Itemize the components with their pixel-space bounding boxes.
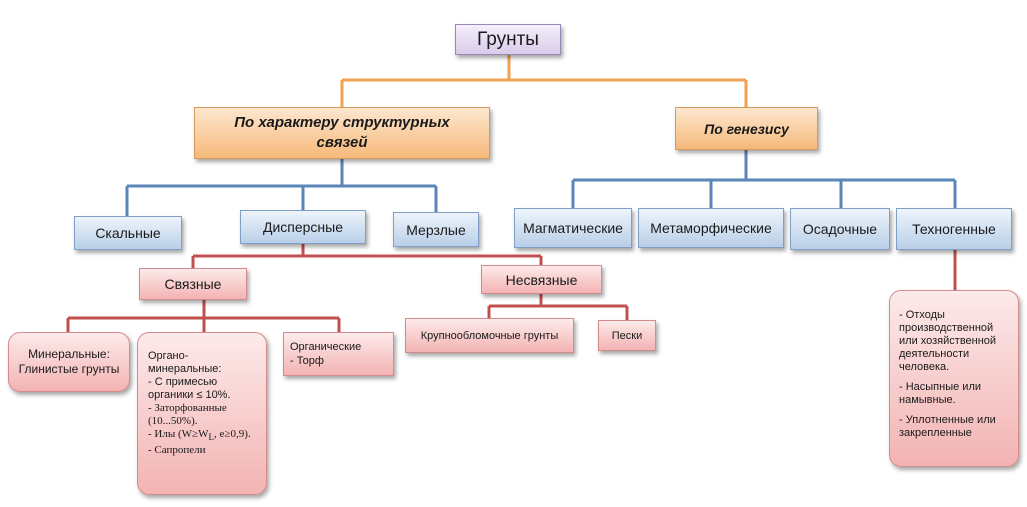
dispersed-noncohesive-label: Несвязные [505, 271, 578, 288]
technogenic-details-text: - Отходы производственной или хозяйствен… [899, 309, 1010, 440]
dispersed-noncohesive: Несвязные [481, 265, 602, 294]
organomineral-line-3: - С примесью органики ≤ 10%. [148, 376, 231, 401]
organomineral-line-5: - Илы (W≥WL, e≥0,9). [148, 428, 256, 444]
type-rocky: Скальные [74, 216, 182, 250]
type-dispersed-label: Дисперсные [262, 219, 344, 235]
type-dispersed: Дисперсные [240, 210, 366, 244]
dispersed-cohesive: Связные [139, 268, 247, 300]
cohesive-organomineral: Органо- минеральные: - С примесью органи… [137, 332, 267, 495]
organomineral-line-4: - Заторфованные (10...50%). [148, 402, 227, 427]
type-technogenic: Техногенные [896, 208, 1012, 250]
category-structural-label: По характеру структурных связей [234, 114, 450, 151]
noncohesive-sand-label: Пески [611, 329, 643, 342]
type-frozen-label: Мерзлые [406, 221, 466, 238]
noncohesive-coarse: Крупнообломочные грунты [405, 318, 574, 353]
cohesive-organic: Органические - Торф [283, 332, 394, 376]
dispersed-cohesive-label: Связные [164, 276, 222, 292]
technogenic-detail-2: - Насыпные или намывные. [899, 381, 982, 406]
type-magmatic-label: Магматические [523, 220, 623, 236]
technogenic-detail-3: - Уплотненные или закрепленные [899, 414, 996, 439]
cohesive-mineral-label: Минеральные: Глинистые грунты [18, 347, 120, 376]
type-sedimentary-label: Осадочные [802, 221, 878, 237]
type-magmatic: Магматические [514, 208, 632, 248]
type-metamorphic-label: Метаморфические [650, 220, 772, 236]
noncohesive-sand: Пески [598, 320, 656, 351]
organic-line-1: Органические [290, 341, 362, 353]
category-genesis: По генезису [675, 107, 818, 150]
technogenic-details: - Отходы производственной или хозяйствен… [889, 290, 1019, 467]
organomineral-line-5a: - Илы (W≥W [148, 428, 209, 440]
cohesive-mineral: Минеральные: Глинистые грунты [8, 332, 130, 392]
organomineral-line-2: минеральные: [148, 363, 222, 375]
noncohesive-coarse-label: Крупнообломочные грунты [420, 329, 559, 342]
technogenic-detail-1: - Отходы производственной или хозяйствен… [899, 309, 997, 373]
root-label: Грунты [477, 28, 539, 50]
type-sedimentary: Осадочные [790, 208, 890, 250]
type-metamorphic: Метаморфические [638, 208, 784, 248]
root-node: Грунты [455, 24, 561, 55]
type-technogenic-label: Техногенные [912, 221, 996, 237]
type-frozen: Мерзлые [393, 212, 479, 247]
category-genesis-label: По генезису [704, 120, 789, 137]
organic-text: Органические - Торф [290, 340, 361, 368]
organic-line-2: - Торф [290, 355, 324, 367]
type-rocky-label: Скальные [95, 225, 161, 241]
organomineral-line-6: - Сапропели [148, 444, 206, 457]
organomineral-line-5-sub: L [208, 432, 215, 443]
category-structural: По характеру структурных связей [194, 107, 490, 159]
organomineral-line-5b: , e≥0,9). [214, 428, 251, 440]
organomineral-line-1: Органо- [148, 350, 189, 362]
organomineral-text: Органо- минеральные: - С примесью органи… [148, 350, 256, 457]
